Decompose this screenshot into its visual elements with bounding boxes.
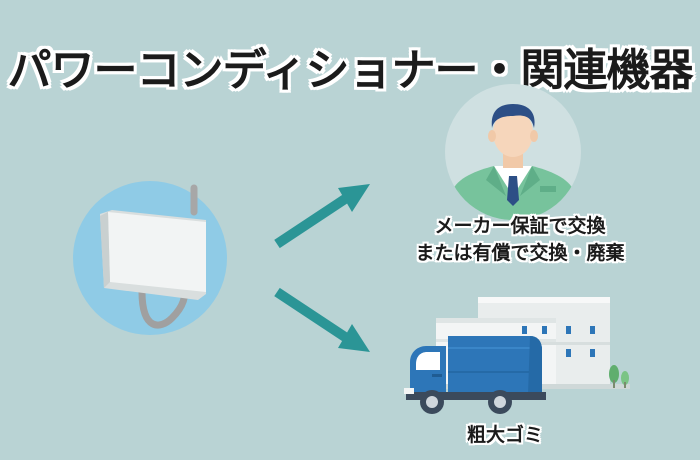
warranty-label-line2: または有償で交換・廃棄: [415, 242, 625, 264]
warranty-label-line1: メーカー保証で交換: [434, 215, 606, 237]
warranty-label: メーカー保証で交換 または有償で交換・廃棄: [375, 213, 665, 267]
garbage-truck-icon: [404, 336, 546, 414]
bulky-trash-label: 粗大ゴミ: [466, 424, 543, 446]
page-title: パワーコンディショナー・関連機器: [7, 45, 694, 96]
